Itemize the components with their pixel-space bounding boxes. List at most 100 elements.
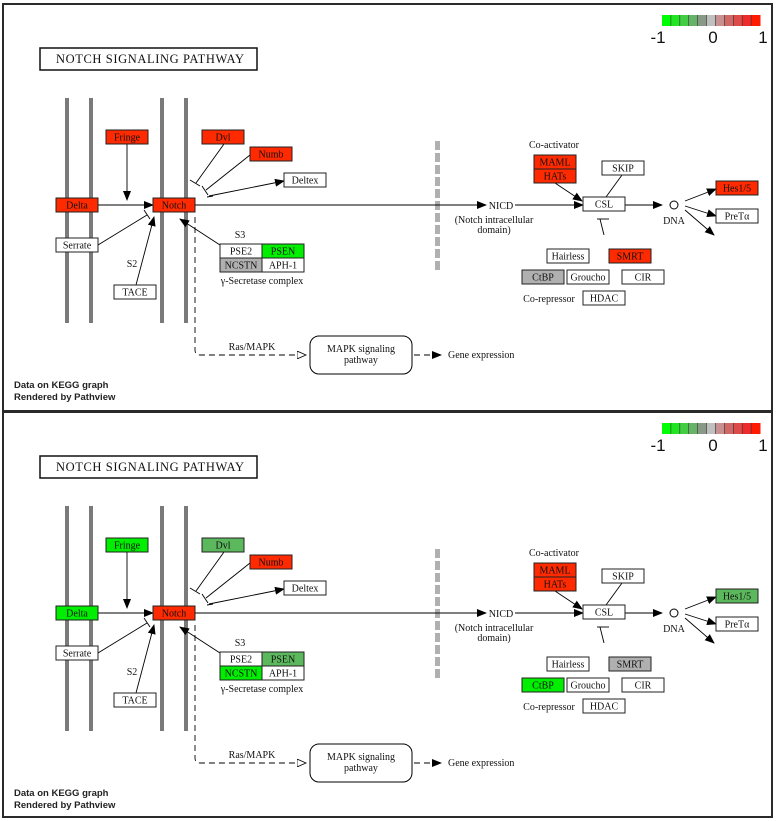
legend-swatch bbox=[679, 15, 690, 26]
s2-label: S2 bbox=[127, 259, 138, 270]
co-activator-label: Co-activator bbox=[529, 140, 580, 151]
gene-node-label: CIR bbox=[635, 681, 652, 692]
gene-node-label: Fringe bbox=[114, 133, 141, 144]
ras-mapk-edge bbox=[194, 217, 306, 355]
gene-node-hats[interactable]: HATs bbox=[533, 168, 577, 184]
gene-node-skip[interactable]: SKIP bbox=[601, 568, 645, 584]
gene-node-psen[interactable]: PSEN bbox=[261, 243, 305, 259]
gene-node-maml[interactable]: MAML bbox=[533, 154, 577, 170]
pathway-title: NOTCH SIGNALING PATHWAY bbox=[39, 455, 258, 479]
dna-icon bbox=[669, 608, 679, 618]
gene-node-label: CSL bbox=[595, 200, 613, 211]
legend-swatch bbox=[670, 423, 681, 434]
gene-node-aph-1[interactable]: APH-1 bbox=[261, 665, 305, 681]
gene-node-label: PSE2 bbox=[230, 247, 252, 258]
mapk-label-line1: MAPK signaling bbox=[327, 344, 395, 355]
gene-node-notch[interactable]: Notch bbox=[152, 197, 196, 213]
gene-node-label: HDAC bbox=[590, 294, 619, 305]
gene-node-tace[interactable]: TACE bbox=[113, 284, 157, 300]
gene-node-label: HATs bbox=[544, 580, 567, 591]
gene-node-numb[interactable]: Numb bbox=[249, 554, 293, 570]
gene-node-tace[interactable]: TACE bbox=[113, 692, 157, 708]
legend-label-max: 1 bbox=[758, 28, 767, 47]
gene-node-deltex[interactable]: Deltex bbox=[283, 580, 327, 596]
nuclear-membrane-segment bbox=[435, 249, 440, 258]
gene-node-skip[interactable]: SKIP bbox=[601, 160, 645, 176]
dna-label: DNA bbox=[663, 624, 685, 635]
gene-node-hdac[interactable]: HDAC bbox=[582, 290, 626, 306]
gene-node-dvl[interactable]: Dvl bbox=[201, 129, 245, 145]
co-activator-label: Co-activator bbox=[529, 548, 580, 559]
nuclear-membrane-segment bbox=[435, 621, 440, 630]
gene-node-fringe[interactable]: Fringe bbox=[105, 537, 149, 553]
gene-node-psen[interactable]: PSEN bbox=[261, 651, 305, 667]
gene-node-delta[interactable]: Delta bbox=[55, 605, 99, 621]
gene-node-smrt[interactable]: SMRT bbox=[608, 248, 652, 264]
gene-node-cir[interactable]: CIR bbox=[621, 269, 665, 285]
gene-node-ncstn[interactable]: NCSTN bbox=[219, 257, 263, 273]
gene-node-pse2[interactable]: PSE2 bbox=[219, 651, 263, 667]
pathway-edges bbox=[97, 143, 717, 359]
gene-node-pse2[interactable]: PSE2 bbox=[219, 243, 263, 259]
legend-swatch bbox=[670, 15, 681, 26]
footer-line-1: Data on KEGG graph bbox=[14, 380, 109, 391]
nuclear-membrane-segment bbox=[435, 597, 440, 606]
nuclear-membrane-segment bbox=[435, 573, 440, 582]
gene-node-groucho[interactable]: Groucho bbox=[566, 677, 610, 693]
nicd-label: NICD bbox=[489, 609, 513, 620]
co-repressor-label: Co-repressor bbox=[523, 702, 575, 713]
nicd-desc-line2: domain) bbox=[477, 225, 510, 236]
gene-node-pret[interactable]: PreTα bbox=[715, 208, 759, 224]
gene-node-cir[interactable]: CIR bbox=[621, 677, 665, 693]
gene-node-hes1-5[interactable]: Hes1/5 bbox=[715, 588, 759, 604]
gene-node-serrate[interactable]: Serrate bbox=[55, 645, 99, 661]
gene-node-label: MAML bbox=[539, 566, 570, 577]
legend-swatch bbox=[706, 423, 716, 434]
gene-node-ncstn[interactable]: NCSTN bbox=[219, 665, 263, 681]
gene-node-deltex[interactable]: Deltex bbox=[283, 172, 327, 188]
gene-node-label: Notch bbox=[162, 201, 186, 212]
gene-node-hes1-5[interactable]: Hes1/5 bbox=[715, 180, 759, 196]
gene-node-dvl[interactable]: Dvl bbox=[201, 537, 245, 553]
gene-node-label: PreTα bbox=[725, 212, 750, 223]
gene-node-hats[interactable]: HATs bbox=[533, 576, 577, 592]
gene-node-csl[interactable]: CSL bbox=[582, 604, 626, 620]
gene-node-notch[interactable]: Notch bbox=[152, 605, 196, 621]
gene-expression-label: Gene expression bbox=[448, 350, 514, 361]
nicd-desc-line1: (Notch intracellular bbox=[455, 623, 534, 634]
gene-node-label: Delta bbox=[66, 201, 88, 212]
gene-node-hairless[interactable]: Hairless bbox=[546, 248, 590, 264]
gene-node-fringe[interactable]: Fringe bbox=[105, 129, 149, 145]
gene-node-aph-1[interactable]: APH-1 bbox=[261, 257, 305, 273]
gene-node-csl[interactable]: CSL bbox=[582, 196, 626, 212]
legend-swatch bbox=[688, 15, 699, 26]
nuclear-membrane-segment bbox=[435, 225, 440, 234]
mapk-label-line1: MAPK signaling bbox=[327, 752, 395, 763]
gene-node-maml[interactable]: MAML bbox=[533, 562, 577, 578]
gene-node-groucho[interactable]: Groucho bbox=[566, 269, 610, 285]
gene-node-pret[interactable]: PreTα bbox=[715, 616, 759, 632]
legend-swatch bbox=[662, 15, 672, 26]
gene-node-label: Hairless bbox=[552, 660, 585, 671]
gene-node-smrt[interactable]: SMRT bbox=[608, 656, 652, 672]
gene-node-delta[interactable]: Delta bbox=[55, 197, 99, 213]
gene-node-numb[interactable]: Numb bbox=[249, 146, 293, 162]
gene-node-serrate[interactable]: Serrate bbox=[55, 237, 99, 253]
secretase-complex-label: γ-Secretase complex bbox=[220, 684, 303, 695]
gene-node-ctbp[interactable]: CtBP bbox=[521, 269, 565, 285]
gene-node-hdac[interactable]: HDAC bbox=[582, 698, 626, 714]
nuclear-membrane-segment bbox=[435, 261, 440, 270]
legend-swatch bbox=[697, 15, 708, 26]
gene-node-label: Deltex bbox=[292, 176, 319, 187]
gene-node-ctbp[interactable]: CtBP bbox=[521, 677, 565, 693]
legend-swatch bbox=[679, 423, 690, 434]
gene-node-hairless[interactable]: Hairless bbox=[546, 656, 590, 672]
gene-node-label: NCSTN bbox=[225, 261, 258, 272]
nuclear-membrane-segment bbox=[435, 189, 440, 198]
legend-swatch bbox=[715, 15, 725, 26]
